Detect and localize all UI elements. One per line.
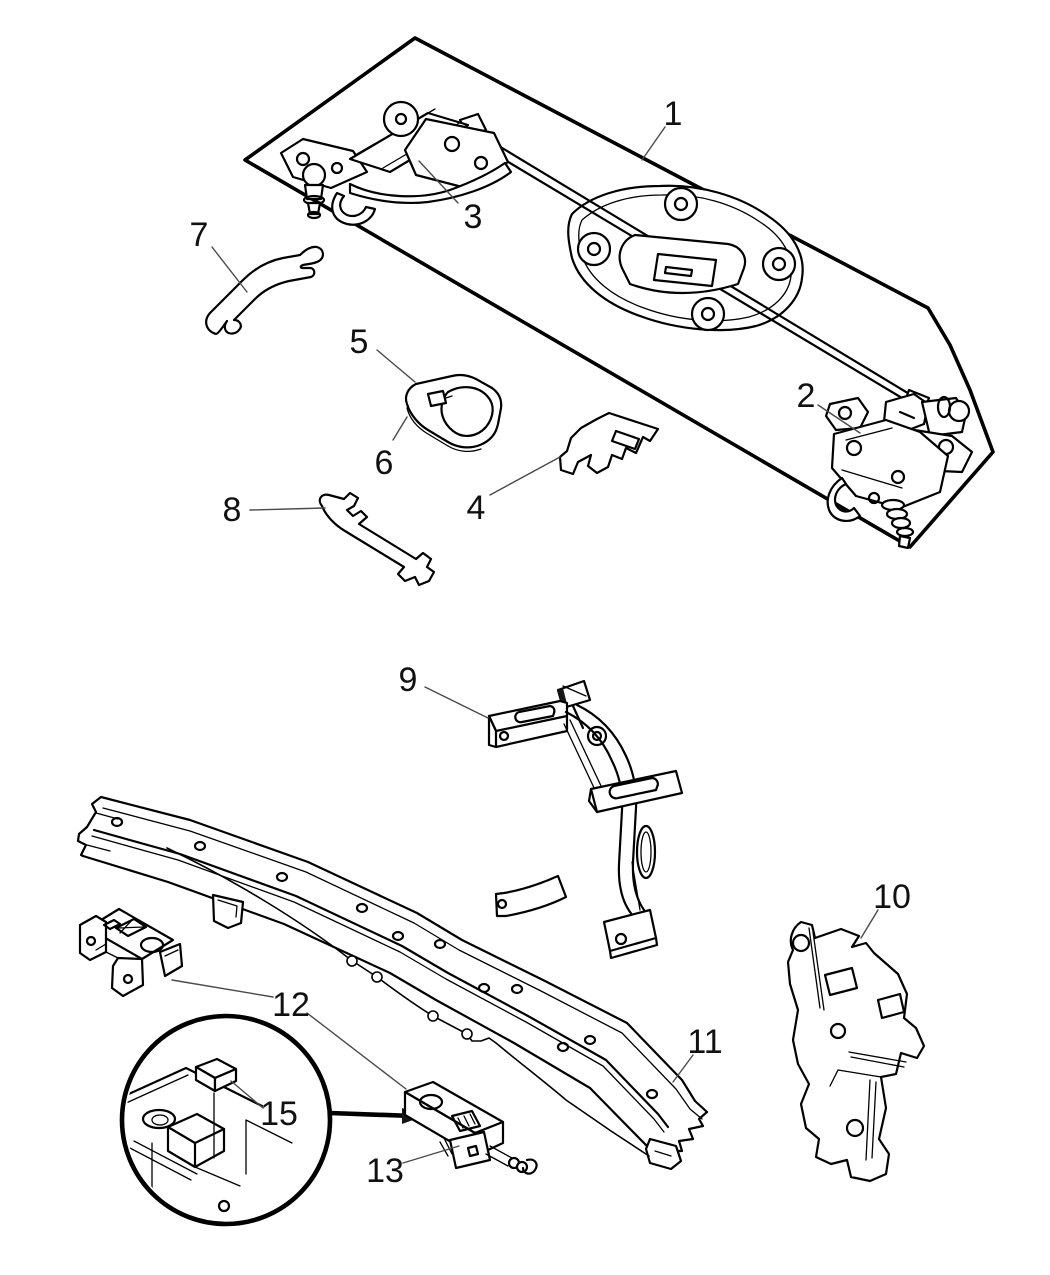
callout-2: 2 bbox=[797, 377, 861, 434]
callout-10-leader-line bbox=[860, 909, 879, 939]
callout-4-label: 4 bbox=[467, 489, 486, 527]
callout-4-leader-line bbox=[489, 456, 561, 496]
part-8-flat-strap-drawing bbox=[318, 491, 436, 587]
part-12-block-drawing bbox=[78, 907, 184, 998]
callout-7-label: 7 bbox=[190, 216, 209, 254]
part-7-hook-strap-drawing bbox=[205, 245, 324, 336]
detail-view-circle bbox=[119, 1013, 333, 1227]
callout-12-leader-line bbox=[306, 1012, 407, 1090]
callout-11-leader-line bbox=[672, 1054, 694, 1083]
callout-11: 11 bbox=[672, 1023, 723, 1083]
callout-7: 7 bbox=[190, 216, 248, 293]
part-10-side-bracket-drawing bbox=[786, 920, 926, 1183]
callout-6: 6 bbox=[375, 416, 408, 482]
detail-view-contents bbox=[126, 1057, 293, 1213]
callout-1: 1 bbox=[641, 95, 683, 161]
part-9-support-bracket-drawing bbox=[487, 679, 684, 960]
callout-8-leader-line bbox=[249, 507, 326, 511]
part-2-right-hinge-drawing bbox=[824, 392, 974, 550]
callout-12-leader-line bbox=[171, 979, 274, 998]
callout-1-leader-line bbox=[641, 126, 666, 161]
callout-3-label: 3 bbox=[464, 198, 483, 236]
callout-13-label: 13 bbox=[366, 1152, 404, 1190]
callout-15-leader-line bbox=[230, 1080, 264, 1109]
callout-1-label: 1 bbox=[664, 95, 683, 133]
callout-8-label: 8 bbox=[223, 491, 242, 529]
latch-mechanism-drawing bbox=[576, 186, 797, 332]
callout-9-label: 9 bbox=[399, 661, 418, 699]
part-5-6-grommet-drawing bbox=[404, 373, 503, 453]
callout-9-leader-line bbox=[424, 686, 489, 719]
callout-6-leader-line bbox=[392, 416, 408, 441]
callout-5: 5 bbox=[350, 323, 416, 383]
part-3-left-hinge-drawing bbox=[279, 100, 513, 226]
callout-12-label: 12 bbox=[272, 986, 310, 1024]
callout-6-label: 6 bbox=[375, 444, 394, 482]
callout-3: 3 bbox=[418, 160, 483, 236]
part-4-shim-plate-drawing bbox=[558, 411, 660, 476]
callout-15: 15 bbox=[230, 1080, 298, 1133]
callout-12: 12 bbox=[171, 979, 407, 1090]
callout-13-leader-line bbox=[402, 1145, 460, 1164]
callout-2-leader-line bbox=[817, 404, 861, 434]
callout-5-label: 5 bbox=[350, 323, 369, 361]
callout-9: 9 bbox=[399, 661, 489, 719]
callout-11-label: 11 bbox=[687, 1023, 722, 1061]
callout-15-label: 15 bbox=[260, 1095, 298, 1133]
part-11-header-frame-drawing bbox=[76, 795, 709, 1171]
callout-5-leader-line bbox=[376, 349, 416, 383]
callout-10: 10 bbox=[860, 878, 911, 939]
callout-2-label: 2 bbox=[797, 377, 816, 415]
callout-8: 8 bbox=[223, 491, 326, 529]
callout-13: 13 bbox=[366, 1145, 460, 1190]
callout-10-label: 10 bbox=[873, 878, 911, 916]
callout-4: 4 bbox=[467, 456, 561, 527]
callout-3-leader-line bbox=[418, 160, 459, 204]
part-13-latch-block-drawing bbox=[403, 1080, 538, 1175]
callout-7-leader-line bbox=[211, 246, 248, 293]
